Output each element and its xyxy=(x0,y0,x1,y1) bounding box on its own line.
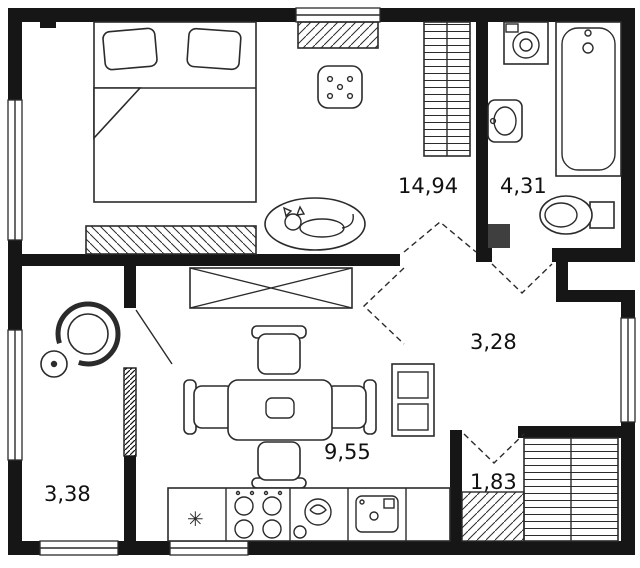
wall-top-left xyxy=(8,8,296,22)
wall-recess-bottom xyxy=(556,290,635,302)
window-top xyxy=(295,7,381,23)
rug xyxy=(264,197,366,251)
window-loggia-bottom xyxy=(39,540,119,556)
stove-burners-icon xyxy=(234,490,283,539)
window-kitchen-bottom xyxy=(169,540,249,556)
wall-bath-bottom-right xyxy=(552,248,635,262)
plant-pot-icon xyxy=(293,498,332,539)
bathroom-sink xyxy=(487,99,523,143)
wall-bedroom-kitchen xyxy=(8,254,400,266)
wall-bath-bottom-left xyxy=(476,248,492,262)
cat-icon xyxy=(282,205,354,238)
label-storage-area: 1,83 xyxy=(470,470,517,494)
wall-loggia-stub xyxy=(124,266,136,308)
loggia-door-leaf xyxy=(135,309,173,365)
bedroom-door-swing xyxy=(403,221,477,253)
loggia-furniture xyxy=(40,301,173,378)
wall-right-1 xyxy=(621,8,635,250)
faucet-icon xyxy=(584,29,592,37)
drain-icon xyxy=(582,42,594,54)
wall-loggia-pier xyxy=(123,367,137,457)
bathroom-door-swing xyxy=(491,263,553,294)
kitchen-door-swing xyxy=(362,267,405,345)
armchair xyxy=(55,301,121,367)
wall-loggia-lower xyxy=(124,456,136,541)
label-bedroom-area: 14,94 xyxy=(398,174,458,198)
wall-bottom-2 xyxy=(118,541,170,555)
pouf xyxy=(317,65,363,109)
label-hallway-area: 3,28 xyxy=(470,330,517,354)
wall-storage-left xyxy=(450,430,462,541)
bed xyxy=(93,21,257,203)
console-table xyxy=(297,21,379,49)
dining-set xyxy=(183,325,377,489)
wall-left-2 xyxy=(8,240,22,330)
bathtub xyxy=(555,21,622,177)
kitchen-sink-icon xyxy=(355,495,399,533)
tall-wardrobe xyxy=(423,21,471,157)
bedroom-furniture xyxy=(85,21,471,255)
chair-bottom xyxy=(257,441,301,481)
washing-machine xyxy=(503,21,549,65)
window-bedroom-left xyxy=(7,99,23,241)
room-labels: 14,94 4,31 3,28 9,55 3,38 1,83 xyxy=(44,174,547,506)
wall-top-right xyxy=(380,8,635,22)
armchair-seat xyxy=(67,313,109,355)
dining-table xyxy=(227,379,333,441)
vent-shaft xyxy=(488,224,510,248)
wall-recess-left xyxy=(556,248,568,302)
label-loggia-area: 3,38 xyxy=(44,482,91,506)
hob-asterisk-icon: ✳ xyxy=(187,507,204,531)
shoe-cabinet xyxy=(391,363,435,437)
wall-bottom-1 xyxy=(8,541,40,555)
wall-right-3 xyxy=(621,422,635,555)
window-right xyxy=(620,317,636,423)
kitchen-counter: ✳ xyxy=(167,487,451,542)
wall-pilaster xyxy=(40,22,56,28)
walls xyxy=(8,8,635,555)
blanket-fold xyxy=(93,87,142,141)
kitchen-furniture: ✳ xyxy=(167,267,451,542)
pillow-right xyxy=(186,27,242,71)
wall-right-2 xyxy=(621,302,635,318)
wall-left-3 xyxy=(8,460,22,555)
wall-bedroom-bath xyxy=(476,8,488,248)
windows xyxy=(7,7,636,556)
side-table xyxy=(40,350,68,378)
chair-top xyxy=(257,333,301,375)
storage-shelving xyxy=(523,437,619,542)
bidet xyxy=(539,195,615,235)
pillow-left xyxy=(102,27,158,71)
wall-left-1 xyxy=(8,8,22,100)
armchair-back xyxy=(55,301,121,367)
label-kitchen-area: 9,55 xyxy=(324,440,371,464)
table-centerpiece xyxy=(265,397,295,419)
wall-storage-top xyxy=(518,426,621,438)
wardrobe-by-wall xyxy=(189,267,353,309)
storage-door-swing xyxy=(463,433,525,464)
storage-hatched-area xyxy=(461,491,525,542)
bathroom-fixtures xyxy=(487,21,622,248)
label-bathroom-area: 4,31 xyxy=(500,174,547,198)
storage-furniture xyxy=(461,437,619,542)
wall-bottom-3 xyxy=(248,541,635,555)
window-loggia-left xyxy=(7,329,23,461)
door-openings xyxy=(362,221,553,464)
dresser xyxy=(85,225,257,255)
